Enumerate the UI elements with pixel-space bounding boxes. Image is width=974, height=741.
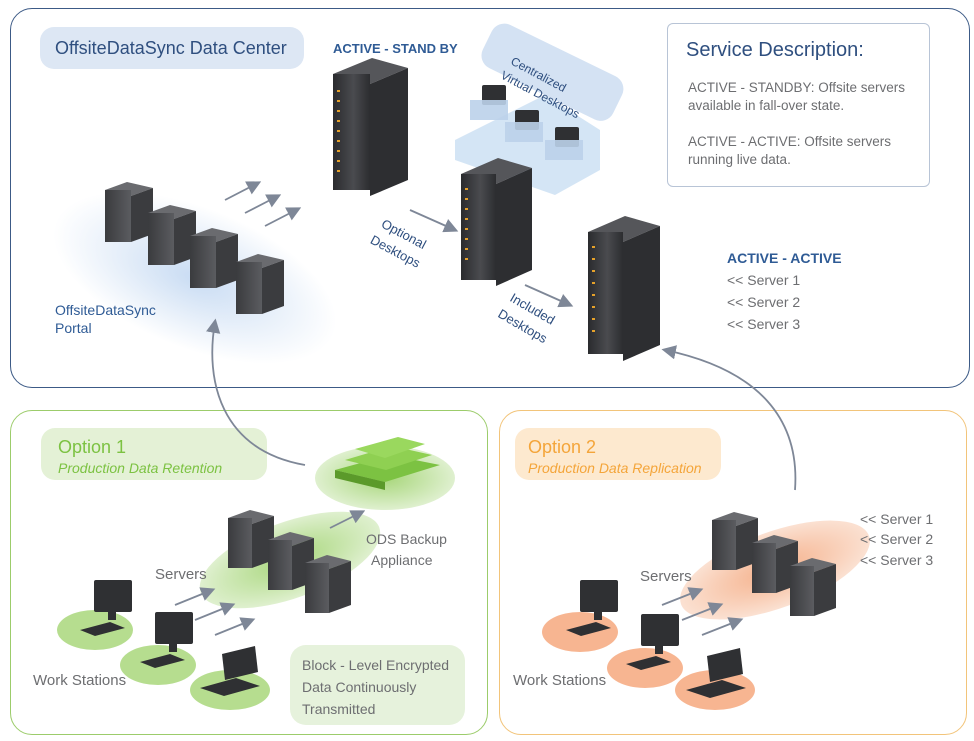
transfer-note-pill bbox=[290, 645, 465, 725]
option1-title: Option 1 bbox=[58, 437, 127, 457]
option1-workstations bbox=[80, 580, 260, 696]
service-description-title: Service Description: bbox=[686, 39, 864, 61]
option2-subtitle: Production Data Replication bbox=[528, 460, 702, 476]
option2-workstations-label: Work Stations bbox=[513, 672, 607, 689]
rack-arrows bbox=[409, 209, 574, 308]
option2-server-1: << Server 1 bbox=[860, 511, 934, 527]
option2-servers-label: Servers bbox=[640, 568, 692, 585]
transfer-line-3: Transmitted bbox=[302, 701, 376, 717]
backup-appliance bbox=[335, 437, 440, 490]
dc-server-1: << Server 1 bbox=[727, 272, 801, 288]
option2-server-3: << Server 3 bbox=[860, 552, 934, 568]
transfer-line-2: Data Continuously bbox=[302, 679, 417, 695]
active-active-label: ACTIVE - ACTIVE bbox=[727, 250, 842, 266]
rack-active bbox=[588, 216, 660, 361]
option1-servers-label: Servers bbox=[155, 566, 207, 583]
option2-title: Option 2 bbox=[528, 437, 597, 457]
appliance-label-1: ODS Backup bbox=[366, 531, 447, 547]
dc-title: OffsiteDataSync Data Center bbox=[55, 38, 287, 58]
dc-title-pill bbox=[40, 27, 304, 69]
appliance-label-2: Appliance bbox=[371, 552, 433, 568]
option1-title-pill bbox=[41, 428, 267, 480]
rack-optional bbox=[461, 158, 532, 286]
option2-frame bbox=[499, 410, 967, 735]
option2-workstations bbox=[566, 580, 746, 698]
option1-subtitle: Production Data Retention bbox=[58, 460, 223, 476]
svc-active-line-2: running live data. bbox=[688, 152, 791, 167]
dc-server-3: << Server 3 bbox=[727, 316, 801, 332]
portal-label-1: OffsiteDataSync bbox=[55, 302, 156, 318]
option2-title-pill bbox=[515, 428, 721, 480]
svc-standby-line-1: ACTIVE - STANDBY: Offsite servers bbox=[688, 80, 906, 95]
option1-workstations-label: Work Stations bbox=[33, 672, 127, 689]
rack-standby bbox=[333, 58, 408, 196]
dc-server-2: << Server 2 bbox=[727, 294, 801, 310]
portal-arrows bbox=[224, 181, 302, 227]
option1-frame bbox=[10, 410, 488, 735]
svc-standby-line-2: available in fall-over state. bbox=[688, 98, 845, 113]
replication-upload-arrow bbox=[661, 345, 797, 491]
portal-servers bbox=[105, 182, 284, 314]
portal-label-2: Portal bbox=[55, 320, 92, 336]
service-description-box bbox=[667, 23, 930, 187]
active-standby-label: ACTIVE - STAND BY bbox=[333, 41, 458, 56]
transfer-line-1: Block - Level Encrypted bbox=[302, 657, 450, 673]
option1-arrows bbox=[174, 510, 366, 636]
retention-upload-arrow bbox=[206, 318, 306, 466]
option2-arrows bbox=[661, 587, 744, 636]
data-center-frame bbox=[10, 8, 970, 388]
svc-active-line-1: ACTIVE - ACTIVE: Offsite servers bbox=[688, 134, 892, 149]
option2-servers bbox=[712, 512, 836, 616]
option2-server-2: << Server 2 bbox=[860, 531, 934, 547]
option1-servers bbox=[228, 510, 351, 613]
